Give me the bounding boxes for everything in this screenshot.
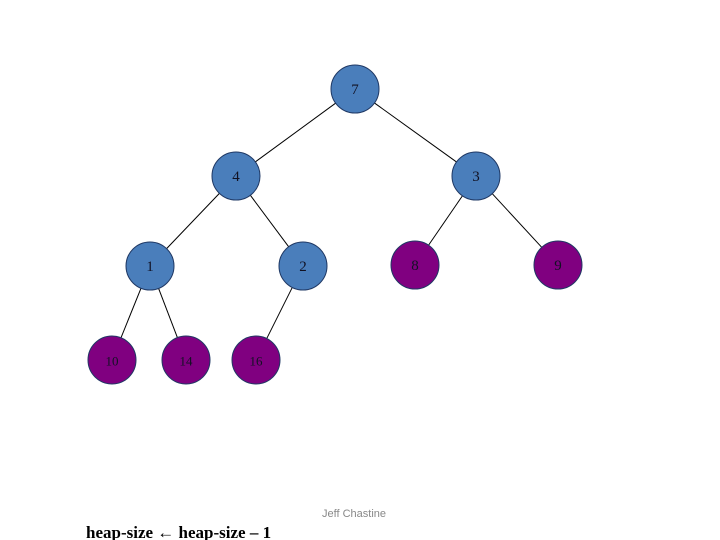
tree-edge-7-4 [254,102,337,163]
tree-edge-3-9 [491,192,543,249]
node-circle-9[interactable] [533,240,583,290]
tree-edge-7-3 [373,102,458,163]
tree-node-16[interactable]: 16 [231,335,281,385]
tree-edge-3-8 [427,194,464,247]
tree-edge-2-16 [265,286,294,340]
node-circle-3[interactable] [451,151,501,201]
pseudocode-block: heap-size ← heap-size – 1 MAX-HEAPIFY(A,… [86,478,271,540]
tree-edge-1-14 [157,287,179,339]
node-circle-7[interactable] [330,64,380,114]
node-circle-1[interactable] [125,241,175,291]
tree-node-14[interactable]: 14 [161,335,211,385]
tree-node-9[interactable]: 9 [533,240,583,290]
tree-node-1[interactable]: 1 [125,241,175,291]
tree-node-3[interactable]: 3 [451,151,501,201]
node-circle-4[interactable] [211,151,261,201]
tree-node-10[interactable]: 10 [87,335,137,385]
pseudocode-line-heap-size: heap-size ← heap-size – 1 [86,523,272,540]
tree-node-2[interactable]: 2 [278,241,328,291]
tree-edge-4-2 [249,194,290,248]
node-layer: 7 4 3 1 2 8 9 10 14 16 [87,64,583,385]
edge-layer [120,102,543,340]
node-circle-14[interactable] [161,335,211,385]
tree-edge-4-1 [165,192,221,250]
tree-node-4[interactable]: 4 [211,151,261,201]
node-circle-2[interactable] [278,241,328,291]
tree-node-7[interactable]: 7 [330,64,380,114]
tree-edge-1-10 [120,287,142,339]
tree-node-8[interactable]: 8 [390,240,440,290]
node-circle-8[interactable] [390,240,440,290]
node-circle-16[interactable] [231,335,281,385]
author-credit: Jeff Chastine [322,508,387,520]
node-circle-10[interactable] [87,335,137,385]
